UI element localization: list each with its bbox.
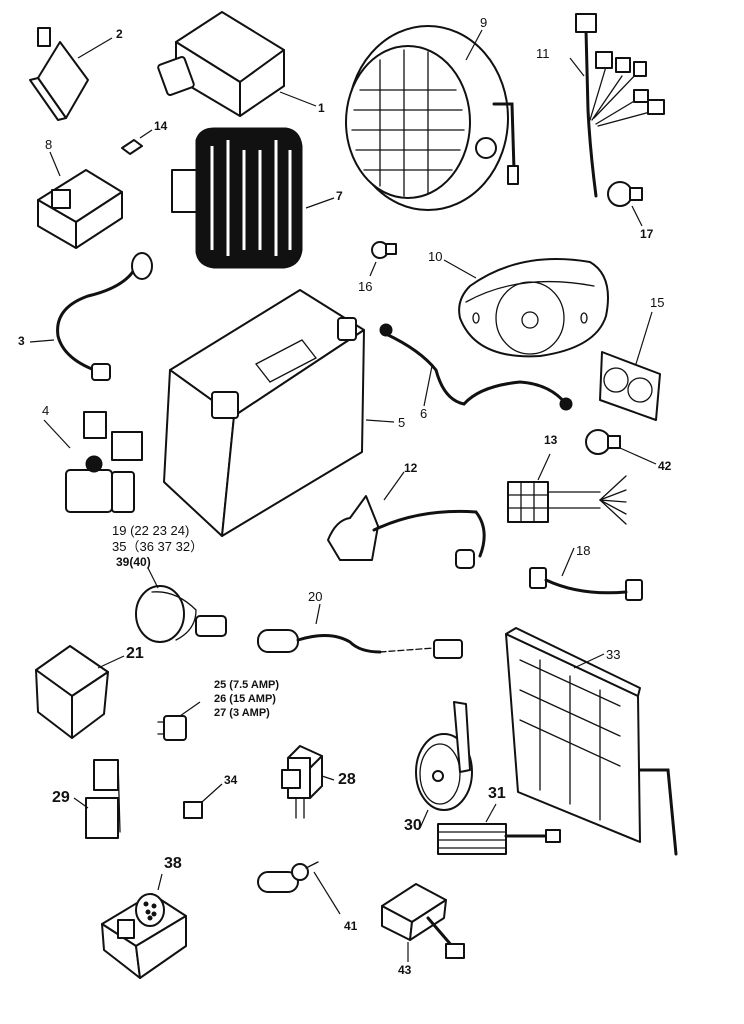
part-1-cdi-unit[interactable] bbox=[157, 11, 317, 117]
callout-9: 9 bbox=[480, 15, 488, 30]
callout-15: 15 bbox=[650, 295, 665, 310]
part-28-relay[interactable] bbox=[281, 745, 335, 819]
callout-19-group: 19 (22 23 24) bbox=[112, 523, 190, 538]
callout-28: 28 bbox=[338, 771, 356, 788]
callout-fuse-25: 25 (7.5 AMP) bbox=[214, 679, 280, 691]
callout-18: 18 bbox=[576, 543, 591, 558]
part-8-control-box[interactable] bbox=[37, 151, 123, 249]
part-5-battery[interactable] bbox=[163, 289, 395, 537]
callout-3: 3 bbox=[18, 334, 25, 348]
callout-8: 8 bbox=[45, 137, 53, 152]
callout-30: 30 bbox=[404, 817, 422, 834]
callout-2: 2 bbox=[116, 27, 123, 41]
part-31-resistor[interactable] bbox=[437, 803, 561, 855]
callout-33: 33 bbox=[606, 647, 621, 662]
callout-6: 6 bbox=[420, 406, 428, 421]
callout-12: 12 bbox=[404, 461, 418, 475]
callout-fuse-27: 27 (3 AMP) bbox=[214, 707, 270, 719]
callout-31: 31 bbox=[488, 785, 506, 802]
part-25-fuse[interactable] bbox=[157, 701, 201, 741]
part-4-starter-relay[interactable] bbox=[43, 411, 143, 513]
part-43-connector-block[interactable] bbox=[381, 883, 465, 962]
part-11-wiring-harness[interactable] bbox=[569, 13, 665, 198]
callout-13: 13 bbox=[544, 433, 558, 447]
callout-5: 5 bbox=[398, 415, 406, 430]
callout-20: 20 bbox=[308, 589, 323, 604]
callout-38: 38 bbox=[164, 855, 182, 872]
part-12-switch[interactable] bbox=[327, 471, 486, 569]
part-15-reflector[interactable] bbox=[599, 311, 661, 421]
callout-11: 11 bbox=[536, 46, 550, 61]
part-29-switch-block[interactable] bbox=[73, 759, 121, 839]
part-10-tail-light[interactable] bbox=[443, 258, 609, 358]
callout-1: 1 bbox=[318, 101, 325, 115]
part-3-cable[interactable] bbox=[29, 252, 153, 381]
callout-41: 41 bbox=[344, 919, 358, 933]
callout-4: 4 bbox=[42, 403, 50, 418]
callout-43: 43 bbox=[398, 963, 412, 977]
callout-14: 14 bbox=[154, 119, 168, 133]
callout-35-group: 35（36 37 32） bbox=[112, 539, 204, 554]
callout-39-group: 39(40) bbox=[116, 555, 151, 569]
callout-10: 10 bbox=[428, 249, 443, 264]
callout-16: 16 bbox=[358, 279, 373, 294]
part-30-horn[interactable] bbox=[415, 701, 473, 829]
part-38-control-module[interactable] bbox=[101, 873, 187, 979]
part-34-micro-switch[interactable] bbox=[183, 783, 223, 819]
part-19-motor-assembly[interactable] bbox=[135, 567, 227, 643]
callout-42: 42 bbox=[658, 459, 672, 473]
part-6-harness-lead[interactable] bbox=[379, 323, 573, 411]
part-17-bulb[interactable] bbox=[607, 181, 643, 227]
callout-7: 7 bbox=[336, 189, 343, 203]
callout-21: 21 bbox=[126, 645, 144, 662]
callout-17: 17 bbox=[640, 227, 654, 241]
callout-34: 34 bbox=[224, 773, 238, 787]
part-42-bulb[interactable] bbox=[585, 429, 657, 465]
part-7-regulator[interactable] bbox=[171, 127, 335, 269]
part-20-sensor-lead[interactable] bbox=[257, 603, 463, 659]
part-41-sender[interactable] bbox=[257, 861, 341, 915]
callout-29: 29 bbox=[52, 789, 70, 806]
part-18-jumper-lead[interactable] bbox=[529, 547, 643, 601]
callout-fuse-26: 26 (15 AMP) bbox=[214, 693, 276, 705]
part-21-flasher-relay[interactable] bbox=[35, 645, 125, 739]
part-14-sensor[interactable] bbox=[121, 129, 153, 155]
part-2-relay-module[interactable] bbox=[29, 27, 113, 121]
part-13-connector[interactable] bbox=[507, 453, 627, 525]
part-16-bulb[interactable] bbox=[369, 241, 397, 277]
part-33-rect-headlight[interactable] bbox=[505, 627, 678, 856]
part-9-headlight[interactable] bbox=[345, 25, 519, 211]
